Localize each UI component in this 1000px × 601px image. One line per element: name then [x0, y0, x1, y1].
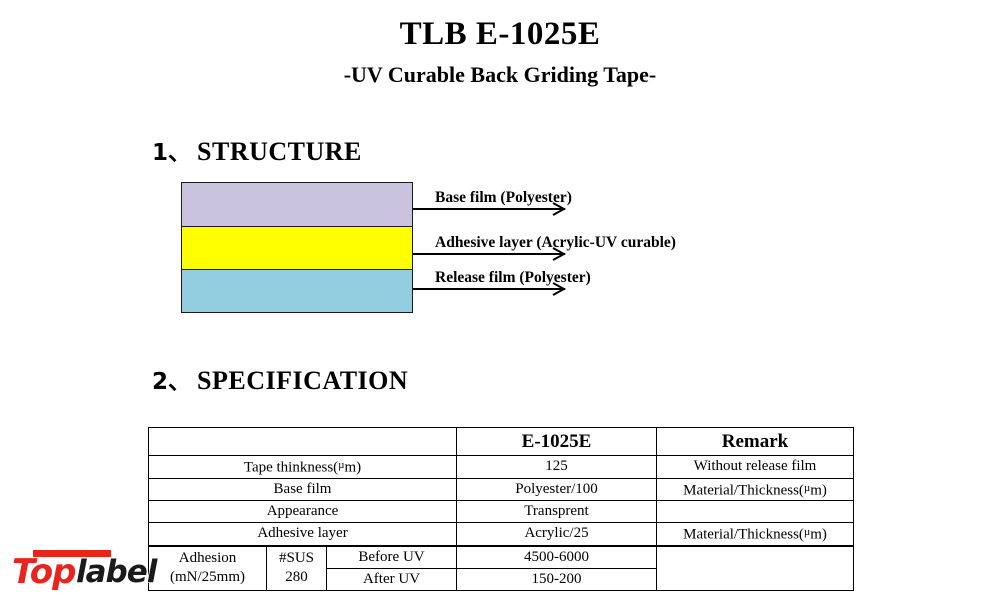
condition-after-uv: After UV [325, 567, 458, 591]
row-value-adhesive-layer: Acrylic/25 [456, 522, 658, 547]
value-after-uv: 150-200 [456, 567, 658, 591]
value-before-uv: 4500-6000 [456, 544, 658, 569]
callout-adhesive-layer: Adhesive layer (Acrylic-UV curable) [413, 231, 676, 261]
callout-label-base-film: Base film (Polyester) [435, 189, 572, 206]
table-row: Base film Polyester/100 Material/Thickne… [147, 477, 855, 502]
row-value-base-film: Polyester/100 [456, 477, 658, 502]
diagram-layer-release-film [181, 269, 413, 313]
callout-label-release-film: Release film (Polyester) [435, 269, 591, 286]
section-title: STRUCTURE [197, 137, 362, 166]
table-row-adhesion-before-uv: Adhesion (mN/25mm) #SUS 280 Before UV 45… [148, 544, 855, 591]
page-title: TLB E-1025E [399, 16, 601, 52]
diagram-layer-base-film [181, 182, 413, 227]
header-remark: Remark [656, 427, 855, 456]
logo-bar [33, 550, 111, 557]
arrow-head-icon [552, 202, 567, 216]
specification-table: E-1025E Remark Tape thinkness(µm) 125 Wi… [147, 427, 855, 591]
row-label-substrate: #SUS 280 [266, 544, 327, 591]
logo-text-top: Top [11, 551, 77, 593]
callout-line [413, 208, 565, 210]
callout-line [413, 253, 565, 255]
row-remark-tape-thickness: Without release film [656, 455, 855, 479]
row-remark-adhesion [656, 544, 855, 591]
row-value-appearance: Transprent [456, 500, 658, 524]
toplabel-logo: Top label [8, 548, 158, 593]
row-remark-adhesive-layer: Material/Thickness(µm) [656, 522, 855, 547]
section-number: 2、 [152, 369, 192, 395]
header-product: E-1025E [456, 427, 658, 456]
adhesion-label-line2: (mN/25mm) [170, 569, 245, 586]
header-blank [147, 427, 458, 456]
row-label-adhesion: Adhesion (mN/25mm) [148, 544, 267, 591]
logo-text-label: label [75, 553, 158, 591]
section-number: 1、 [152, 140, 192, 166]
diagram-layer-adhesive [181, 226, 413, 270]
table-row: Tape thinkness(µm) 125 Without release f… [147, 455, 855, 479]
row-label-tape-thickness: Tape thinkness(µm) [147, 455, 458, 479]
row-remark-appearance [656, 500, 855, 524]
table-header-row: E-1025E Remark [147, 427, 855, 456]
row-label-appearance: Appearance [147, 500, 458, 524]
callout-base-film: Base film (Polyester) [413, 186, 578, 216]
table-row: Appearance Transprent [147, 500, 855, 524]
row-label-base-film: Base film [147, 477, 458, 502]
row-label-adhesive-layer: Adhesive layer [147, 522, 458, 547]
row-remark-base-film: Material/Thickness(µm) [656, 477, 855, 502]
substrate-line2: 280 [285, 569, 308, 586]
section-heading-structure: 1、STRUCTURE [152, 133, 362, 167]
table-row-adhesion-after-uv: After UV 150-200 [149, 567, 854, 591]
arrow-head-icon [552, 282, 567, 296]
structure-diagram [181, 182, 413, 313]
callout-release-film: Release film (Polyester) [413, 266, 591, 296]
callout-label-adhesive-layer: Adhesive layer (Acrylic-UV curable) [435, 234, 676, 251]
section-title: SPECIFICATION [197, 366, 409, 395]
table-row: Adhesive layer Acrylic/25 Material/Thick… [147, 522, 855, 547]
page-subtitle: -UV Curable Back Griding Tape- [343, 62, 657, 87]
section-heading-specification: 2、SPECIFICATION [152, 362, 408, 396]
row-value-tape-thickness: 125 [456, 455, 658, 479]
condition-before-uv: Before UV [325, 544, 458, 569]
arrow-head-icon [552, 247, 567, 261]
callout-line [413, 288, 565, 290]
adhesion-label-line1: Adhesion [178, 550, 237, 567]
substrate-line1: #SUS [278, 550, 315, 567]
